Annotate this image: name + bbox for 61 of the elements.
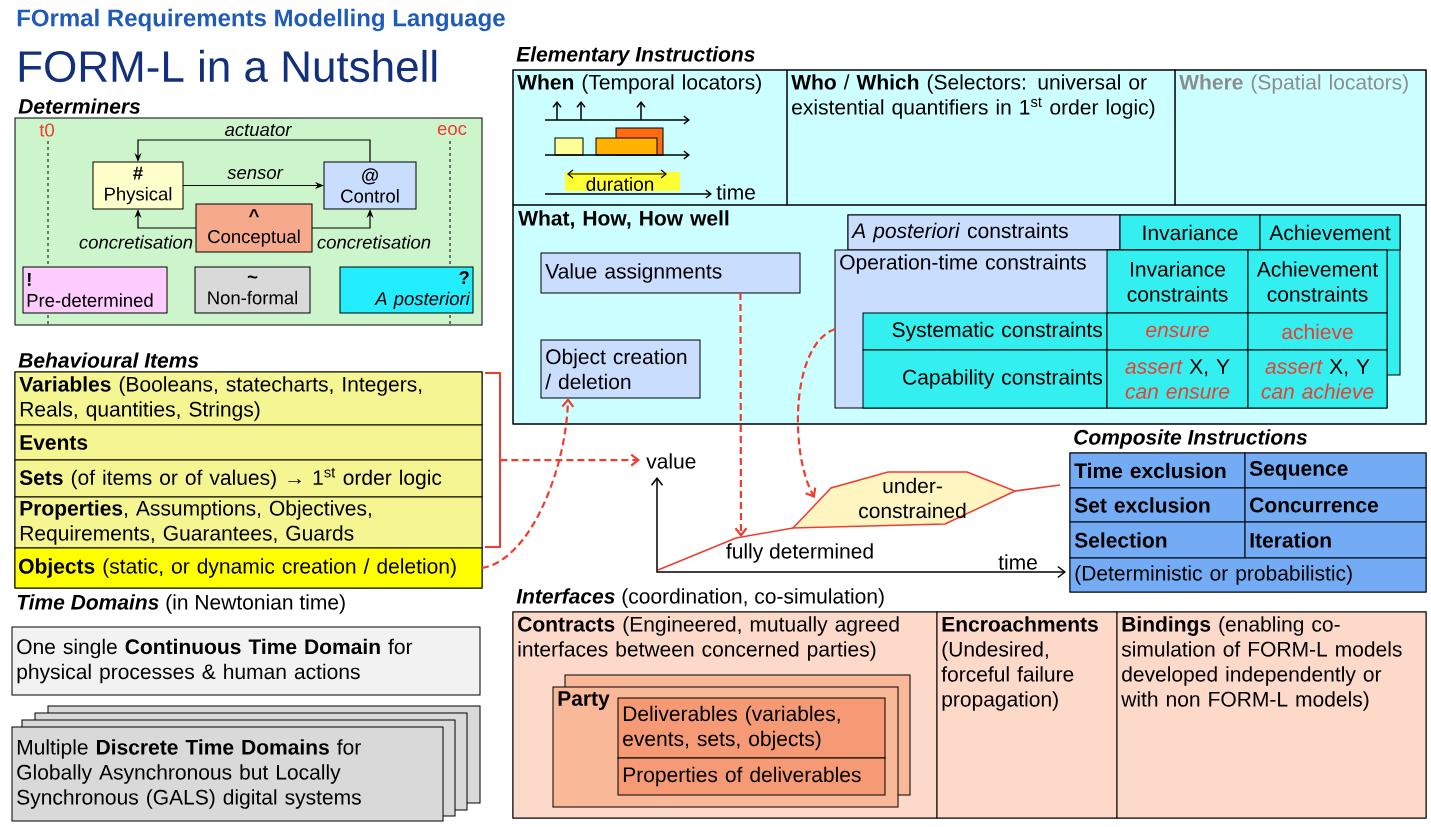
category-box: ? A posteriori	[339, 266, 474, 314]
table-cell: achieve	[1247, 312, 1388, 351]
table-cell: Sequence	[1244, 452, 1427, 489]
graph-drawing	[650, 477, 1066, 579]
marker-label: t0	[39, 123, 54, 137]
section-heading: Composite Instructions	[1074, 429, 1307, 449]
table-row: Sets (of items or of values) → 1$^{st}$ order logic	[14, 459, 483, 498]
process-box: Value assignments	[540, 252, 801, 294]
table-cell: Concurrence	[1244, 487, 1427, 523]
process-box: Object creation / deletion	[540, 339, 701, 399]
table-row: Events	[14, 424, 483, 461]
table-cell: Systematic constraints	[862, 312, 1108, 351]
section-heading: Time Domains (in Newtonian time)	[17, 594, 345, 614]
process-box: # Physical	[92, 161, 184, 210]
table-cell: Bindings (enabling co-simulation of FORM-L models developed independently or with non FORM-L models)	[1116, 611, 1427, 819]
axis-label: value	[646, 453, 696, 469]
table-cell: Deliverables (variables, events, sets, objects)	[617, 697, 886, 759]
edge-label: concretisation	[77, 234, 195, 250]
arrow	[500, 453, 640, 467]
table-cell: Capability constraints	[862, 349, 1108, 409]
table-cell: Set exclusion	[1069, 487, 1246, 523]
header-text: FOrmal Requirements Modelling Language	[17, 8, 505, 32]
table-cell: Achievement constraints	[1247, 249, 1388, 314]
table-cell: Time exclusion	[1069, 452, 1246, 489]
process-box: @ Control	[323, 161, 417, 210]
arrow	[481, 398, 575, 570]
arrow	[796, 328, 836, 498]
table-cell: Encroachments (Undesired, forceful failure propagation)	[936, 611, 1118, 819]
process-box: ^ Conceptual	[195, 203, 313, 253]
curve-label: fully determined	[726, 543, 873, 563]
stacked-cards: Multiple Discrete Time Domains for Globally Asynchronous but Locally Synchronous (GALS) digital systems	[11, 705, 481, 822]
axis-label: time	[998, 554, 1037, 570]
arrow	[734, 293, 748, 537]
section-heading: Interfaces (coordination, co-simulation)	[516, 588, 884, 608]
table-cell: Achievement	[1259, 214, 1401, 251]
section-heading: Elementary Instructions	[516, 46, 755, 66]
table-cell: Invariance	[1119, 214, 1261, 251]
title: FORM-L in a Nutshell	[19, 49, 437, 83]
table-cell: Properties of deliverables	[617, 757, 886, 796]
bar-label: duration	[586, 177, 654, 191]
bracket	[484, 372, 501, 548]
table-cell: assert X, Y can achieve	[1247, 349, 1388, 409]
table-row: Properties, Assumptions, Objectives, Requirements, Guarantees, Guards	[14, 496, 483, 549]
marker-label: eoc	[437, 124, 467, 136]
table-row: Variables (Booleans, statecharts, Integers, Reals, quantities, Strings)	[14, 371, 483, 426]
section-heading: Behavioural Items	[18, 352, 199, 368]
table-cell: assert X, Y can ensure	[1106, 349, 1249, 409]
table-cell: (Deterministic or probabilistic)	[1069, 557, 1427, 593]
category-box: ! Pre-determined	[22, 266, 168, 314]
section-heading: Determiners	[18, 98, 140, 114]
category-box: ~ Non-formal	[194, 266, 311, 314]
table-cell: Invariance constraints	[1106, 249, 1249, 314]
table-cell: Iteration	[1244, 521, 1427, 559]
axis-label: time	[716, 184, 755, 200]
table-cell: Selection	[1069, 521, 1246, 559]
table-row: Objects (static, or dynamic creation / deletion)	[14, 547, 483, 589]
table-cell: Where (Spatial locators)	[1174, 69, 1427, 206]
table-cell: Who / Which (Selectors: universal or existential quantifiers in 1$^{st}$ order logic)	[786, 69, 1176, 206]
domain-box: One single Continuous Time Domain for physical processes & human actions	[11, 626, 481, 696]
table-cell: ensure	[1106, 312, 1249, 351]
edge-label: concretisation	[315, 234, 433, 250]
